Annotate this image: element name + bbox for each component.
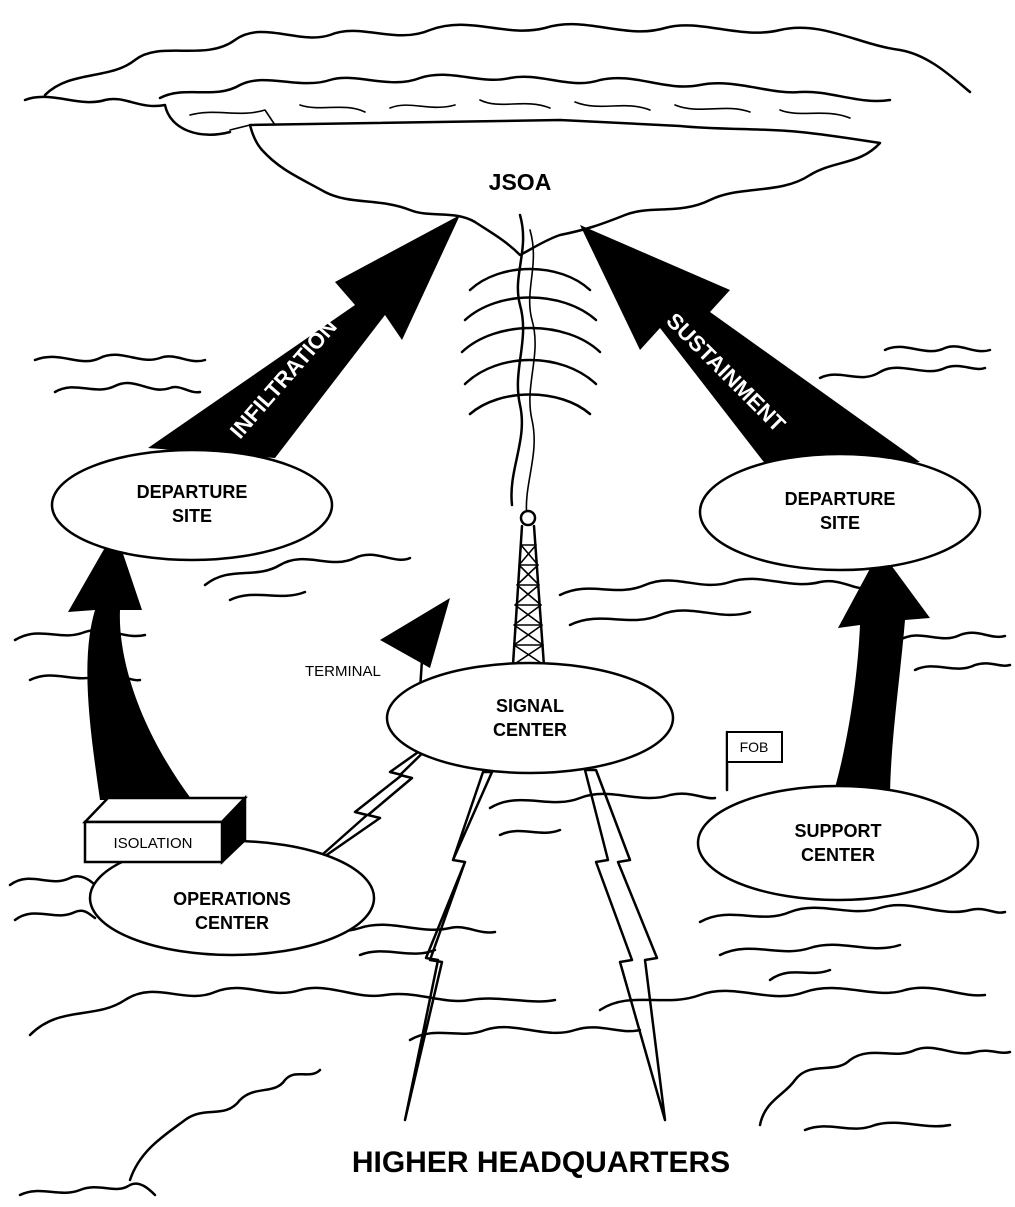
- isolation-box: ISOLATION: [82, 794, 248, 865]
- signal-center: SIGNAL CENTER: [385, 661, 675, 775]
- operations-center-line2: CENTER: [195, 913, 269, 933]
- departure-site-right-line2: SITE: [820, 513, 860, 533]
- background-clouds: [8, 345, 1012, 1197]
- support-center: SUPPORT CENTER: [696, 784, 980, 902]
- departure-site-left-line1: DEPARTURE: [137, 482, 248, 502]
- sustainment-arrow: SUSTAINMENT: [580, 225, 920, 470]
- signal-center-line1: SIGNAL: [496, 696, 564, 716]
- infiltration-arrow: INFILTRATION: [148, 215, 460, 458]
- jsoa-label: JSOA: [489, 169, 552, 195]
- higher-headquarters-label: HIGHER HEADQUARTERS: [352, 1146, 730, 1179]
- operations-center-line1: OPERATIONS: [173, 889, 291, 909]
- departure-site-left-line2: SITE: [172, 506, 212, 526]
- jsoa-cloud: JSOA: [23, 22, 972, 257]
- isolation-label: ISOLATION: [114, 835, 193, 852]
- support-center-line1: SUPPORT: [794, 821, 881, 841]
- terminal-dish: TERMINAL: [305, 598, 450, 694]
- departure-site-left: DEPARTURE SITE: [50, 448, 334, 562]
- ops-to-departure-arrow: [68, 530, 192, 800]
- support-to-departure-arrow: [830, 550, 930, 805]
- fob-flag: FOB: [725, 730, 783, 792]
- departure-site-right-line1: DEPARTURE: [785, 489, 896, 509]
- lightning-link-hq-left: [403, 770, 494, 1122]
- departure-site-right: DEPARTURE SITE: [698, 452, 982, 572]
- lightning-link-ops: [303, 736, 440, 872]
- support-center-line2: CENTER: [801, 845, 875, 865]
- terminal-label: TERMINAL: [305, 663, 381, 680]
- radio-tower: [460, 213, 602, 682]
- signal-center-line2: CENTER: [493, 720, 567, 740]
- fob-label: FOB: [740, 739, 769, 755]
- lightning-link-hq-right: [583, 768, 667, 1122]
